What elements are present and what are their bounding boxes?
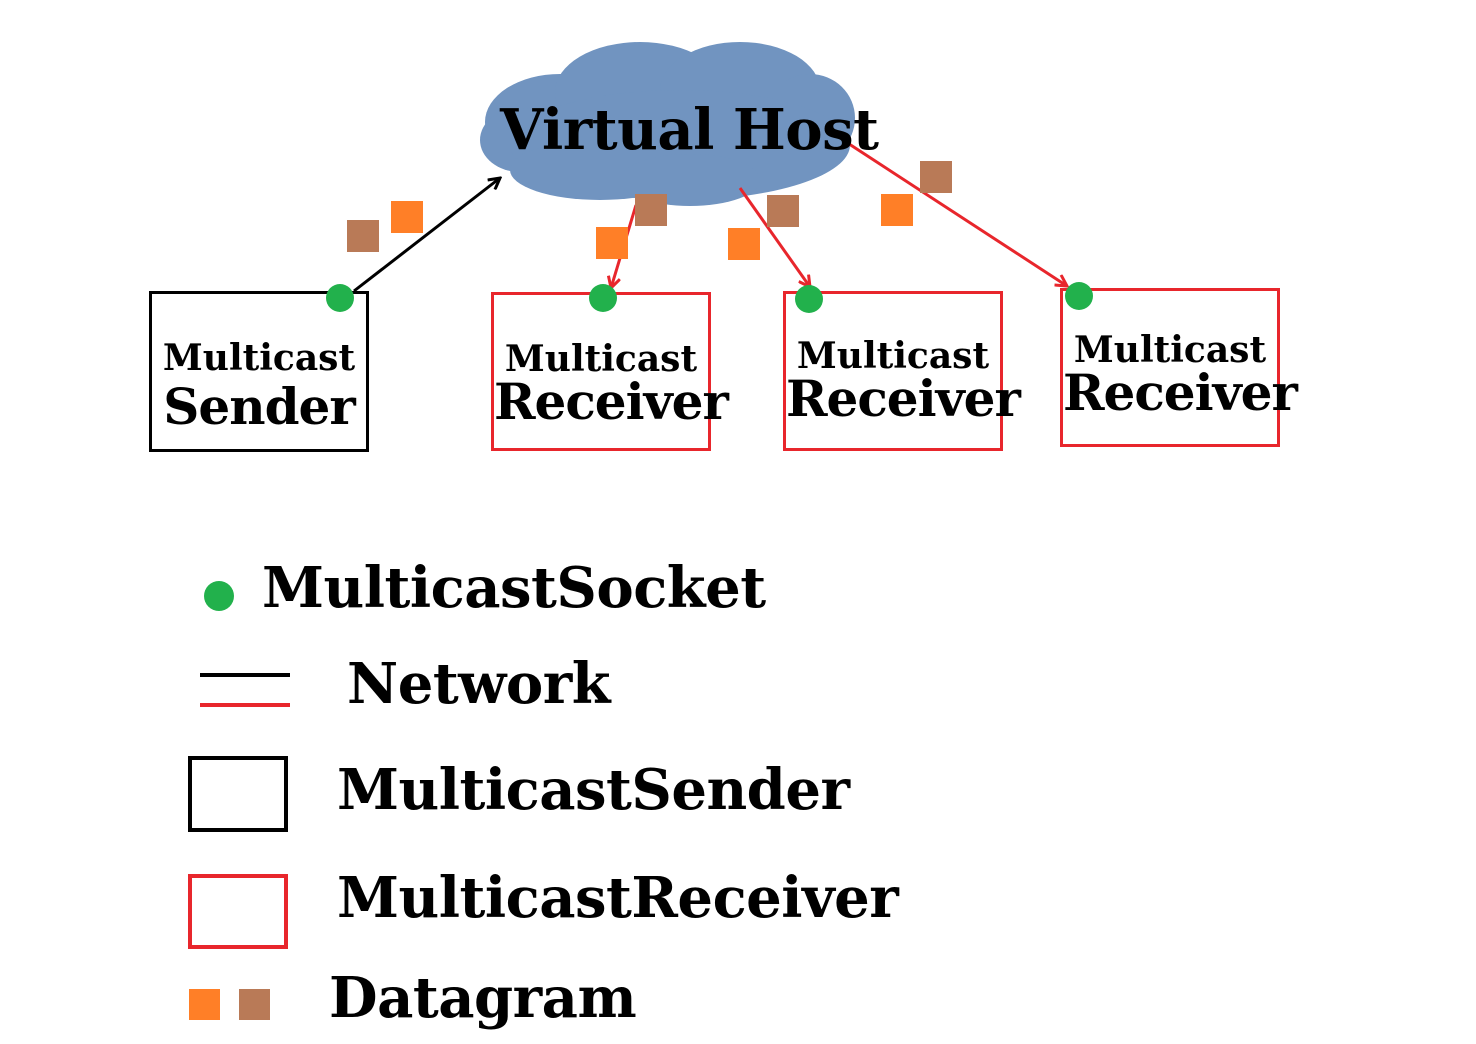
legend-sender-box [188,756,288,832]
legend-socket-dot [204,581,234,611]
legend-receiver-label: MulticastReceiver [337,865,899,931]
legend-sender-label: MulticastSender [337,757,850,823]
receiver-line2: Receiver [786,369,1021,428]
datagram-brown [347,220,379,252]
virtual-host-cloud [480,42,855,206]
receiver-line1: Multicast [1073,329,1267,371]
datagram-orange [596,227,628,259]
datagram-brown [920,161,952,193]
sender-to-host-arrow [353,178,500,293]
datagram-brown [635,194,667,226]
legend-datagram-brown [239,989,270,1020]
receiver-socket-dot [1065,282,1093,310]
sender-line1: Multicast [162,337,356,379]
receiver-line1: Multicast [504,338,698,380]
receiver-socket-dot [589,284,617,312]
datagram-orange [728,228,760,260]
receiver-socket-dot [795,285,823,313]
receiver-line2: Receiver [1063,363,1298,422]
multicast-receiver-node: Multicast Receiver [491,292,729,451]
virtual-host-label: Virtual Host [500,97,879,163]
legend-datagram-label: Datagram [329,965,637,1031]
host-to-receiver-3-arrow [842,138,1067,286]
legend-socket-label: MulticastSocket [262,555,766,621]
legend-network-label: Network [347,651,611,717]
host-to-receiver-2-arrow [738,187,810,287]
sender-line2: Sender [163,377,355,436]
legend-receiver-box [188,874,288,949]
multicast-sender-node: Multicast Sender [149,291,369,452]
datagram-orange [391,201,423,233]
receiver-line1: Multicast [796,335,990,377]
multicast-receiver-node: Multicast Receiver [783,291,1021,451]
sender-socket-dot [326,284,354,312]
datagram-orange [881,194,913,226]
legend-datagram-orange [189,989,220,1020]
datagram-brown [767,195,799,227]
multicast-receiver-node: Multicast Receiver [1060,288,1298,447]
receiver-line2: Receiver [494,372,729,431]
